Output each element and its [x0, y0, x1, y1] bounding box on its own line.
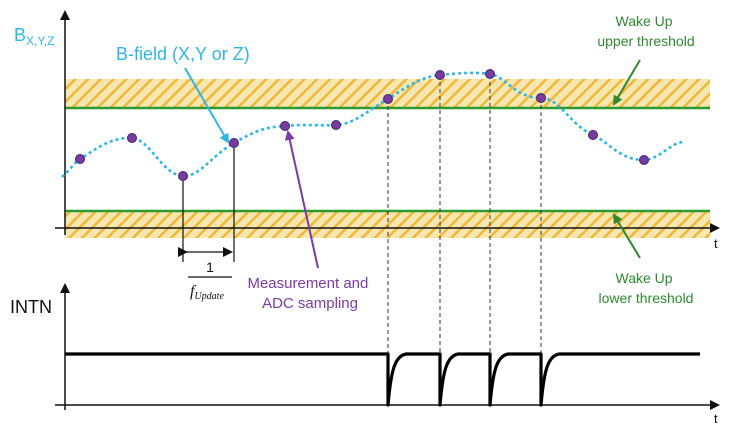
sample-point: [127, 133, 137, 143]
sample-point: [75, 154, 85, 164]
measurement-label: Measurement and ADC sampling: [247, 275, 372, 312]
sample-point: [383, 94, 393, 104]
sample-point: [588, 130, 598, 140]
lower-threshold-pointer-arrow: [612, 213, 641, 259]
b-field-curve: [61, 71, 684, 178]
measurement-pointer-arrow: [284, 130, 319, 269]
sample-point: [178, 171, 188, 181]
sample-point: [331, 120, 341, 130]
intn-waveform: [65, 352, 700, 407]
wake-up-upper-label: Wake Up upper threshold: [597, 13, 694, 49]
b-field-pointer-arrow: [184, 67, 230, 144]
period-denominator: fUpdate: [190, 283, 224, 302]
period-numerator: 1: [206, 259, 214, 275]
sample-point: [639, 155, 649, 165]
sample-point: [435, 70, 445, 80]
sample-point: [536, 93, 546, 103]
sample-point: [229, 138, 239, 148]
intn-label: INTN: [10, 297, 52, 317]
sample-points: [75, 69, 649, 181]
b-axis-label: BX,Y,Z: [14, 25, 54, 48]
wake-up-lower-label: Wake Up lower threshold: [599, 270, 694, 306]
sample-point: [485, 69, 495, 79]
sample-point: [280, 121, 290, 131]
time-label-top: t: [714, 236, 718, 251]
time-label-bottom: t: [714, 411, 718, 426]
upper-threshold-pointer-arrow: [612, 59, 641, 106]
b-field-label: B-field (X,Y or Z): [116, 44, 250, 64]
